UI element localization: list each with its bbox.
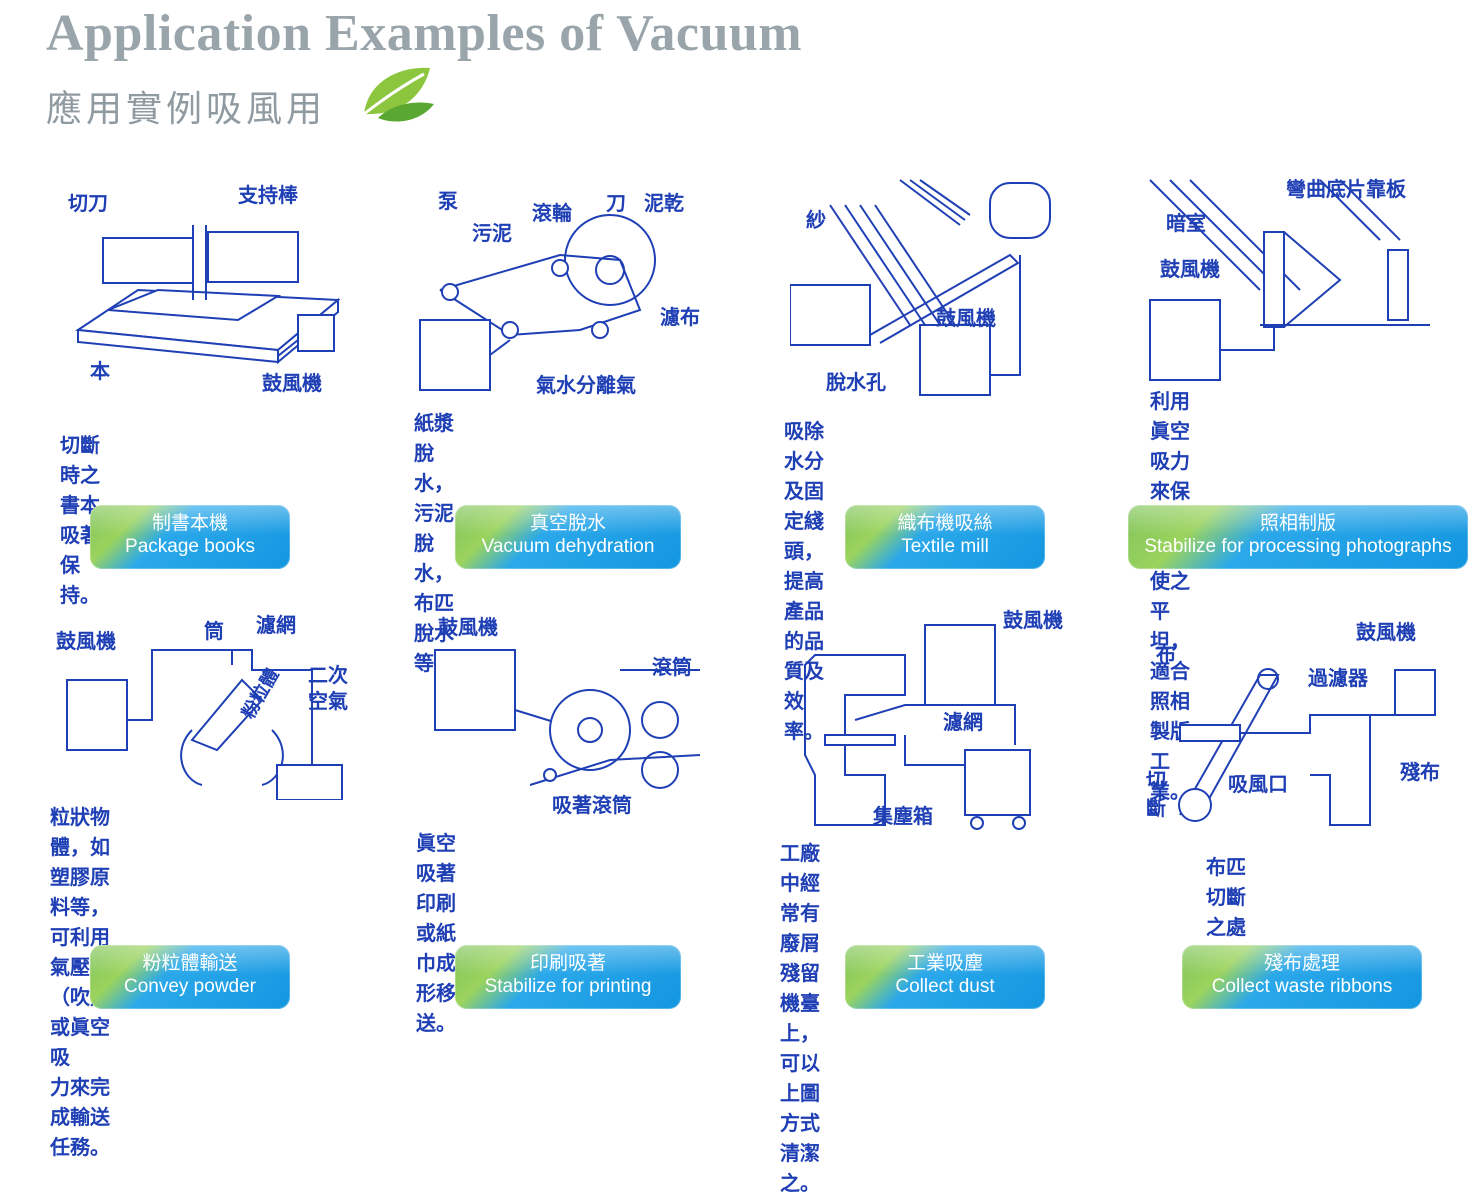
label-drum: 滾筒 <box>652 655 692 679</box>
label-blower: 鼓風機 <box>1356 620 1416 644</box>
label-cylinder: 筒 <box>204 619 224 643</box>
label-cut: 切 <box>1146 768 1166 792</box>
page-title: Application Examples of Vacuum <box>46 5 803 62</box>
label-pump: 泵 <box>438 189 458 213</box>
label-yarn: 紗 <box>806 208 826 232</box>
badge-title-zh: 粉粒體輸送 <box>142 952 238 974</box>
label-filter: 過濾器 <box>1308 666 1369 690</box>
label-break: 斷 <box>1146 796 1166 820</box>
label-dry-sludge: 泥乾 <box>644 191 684 215</box>
badge-textile-mill: 織布機吸絲 Textile mill <box>845 505 1045 569</box>
badge-title-zh: 印刷吸著 <box>529 952 606 974</box>
label-blower: 鼓風機 <box>1003 608 1063 632</box>
badge-convey-powder: 粉粒體輸送 Convey powder <box>90 945 290 1009</box>
badge-collect-waste-ribbons: 殘布處理 Collect waste ribbons <box>1182 945 1422 1009</box>
label-support-bar: 支持棒 <box>238 183 299 207</box>
label-dust-box: 集塵箱 <box>872 804 933 828</box>
label-roller: 滾輪 <box>532 201 573 225</box>
description: 紙漿脫水，污泥脫水，布匹 脫水等。 <box>414 411 454 675</box>
description: 工廠中經常有廢屑殘留機臺 上，可以上圖方式清潔之。 <box>780 841 820 1195</box>
badge-collect-dust: 工業吸塵 Collect dust <box>845 945 1045 1009</box>
badge-title-en: Vacuum dehydration <box>481 536 655 557</box>
leaf-icon <box>363 67 434 122</box>
diagram-textile: 紗 鼓風機 脫水孔 <box>790 179 1051 396</box>
badge-title-en: Stabilize for processing photographs <box>1144 536 1452 557</box>
badge-title-zh: 制書本機 <box>151 512 228 534</box>
diagram-powder: 鼓風機 筒 濾網 二次 空氣 粉粒體 <box>56 613 348 800</box>
label-blower: 鼓風機 <box>56 629 116 653</box>
label-drain-hole: 脫水孔 <box>826 370 886 394</box>
label-filter-screen: 濾網 <box>943 710 983 734</box>
badge-title-en: Collect waste ribbons <box>1211 976 1393 997</box>
label-secondary: 二次 <box>308 663 348 687</box>
label-book: 本 <box>90 359 110 383</box>
description: 吸除水分及固定綫頭，提高 產品的品質及效率。 <box>784 419 824 743</box>
badge-stabilize-printing: 印刷吸著 Stabilize for printing <box>455 945 681 1009</box>
label-suction-inlet: 吸風口 <box>1228 772 1288 796</box>
label-suction-drum: 吸著滾筒 <box>552 793 632 817</box>
label-blower: 鼓風機 <box>936 306 996 330</box>
page-subtitle: 應用實例吸風用 <box>46 89 327 130</box>
label-blower: 鼓風機 <box>438 615 498 639</box>
label-film-board: 彎曲底片靠板 <box>1286 177 1407 201</box>
badge-title-en: Convey powder <box>123 976 257 997</box>
badge-title-zh: 照相制版 <box>1259 512 1336 534</box>
label-filter-screen: 濾網 <box>256 613 296 637</box>
badge-title-en: Collect dust <box>895 976 995 997</box>
label-granules: 粉粒體 <box>237 665 283 723</box>
label-cloth: 布 <box>1156 642 1176 666</box>
badge-title-zh: 織布機吸絲 <box>897 512 993 534</box>
diagram-dehydration: 泵 污泥 滾輪 刀 泥乾 濾布 氣水分離氣 <box>419 189 700 397</box>
badge-title-zh: 真空脫水 <box>529 512 606 534</box>
badge-stabilize-photographs: 照相制版 Stabilize for processing photograph… <box>1128 505 1468 569</box>
badge-vacuum-dehydration: 真空脫水 Vacuum dehydration <box>455 505 681 569</box>
badge-title-en: Stabilize for printing <box>484 976 652 997</box>
badge-title-zh: 工業吸塵 <box>906 952 983 974</box>
diagram-dust: 鼓風機 濾網 集塵箱 <box>804 608 1063 830</box>
label-blower: 鼓風機 <box>1160 257 1220 281</box>
badge-title-zh: 殘布處理 <box>1263 952 1340 974</box>
badge-package-books: 制書本機 Package books <box>90 505 290 569</box>
label-blower: 鼓風機 <box>262 371 322 395</box>
description: 眞空吸著印刷或紙巾成形移 送。 <box>416 831 456 1035</box>
label-waste-cloth: 殘布 <box>1400 760 1440 784</box>
diagram-waste-ribbons: 鼓風機 布 過濾器 殘布 切 斷 吸風口 <box>1146 620 1440 826</box>
label-blade: 刀 <box>606 191 626 215</box>
label-sludge: 污泥 <box>472 221 512 245</box>
label-air: 空氣 <box>308 689 348 713</box>
diagram-photographs: 彎曲底片靠板 暗室 鼓風機 <box>1149 177 1430 381</box>
label-darkroom: 暗室 <box>1166 211 1206 235</box>
label-filter-cloth: 濾布 <box>660 305 700 329</box>
label-separator: 氣水分離氣 <box>536 373 636 397</box>
badge-title-en: Package books <box>125 536 255 557</box>
diagram-printing: 鼓風機 滾筒 吸著滾筒 <box>434 615 701 817</box>
diagram-books: 切刀 支持棒 本 鼓風機 <box>68 183 341 395</box>
label-cutter: 切刀 <box>68 191 108 215</box>
badge-title-en: Textile mill <box>901 536 989 557</box>
